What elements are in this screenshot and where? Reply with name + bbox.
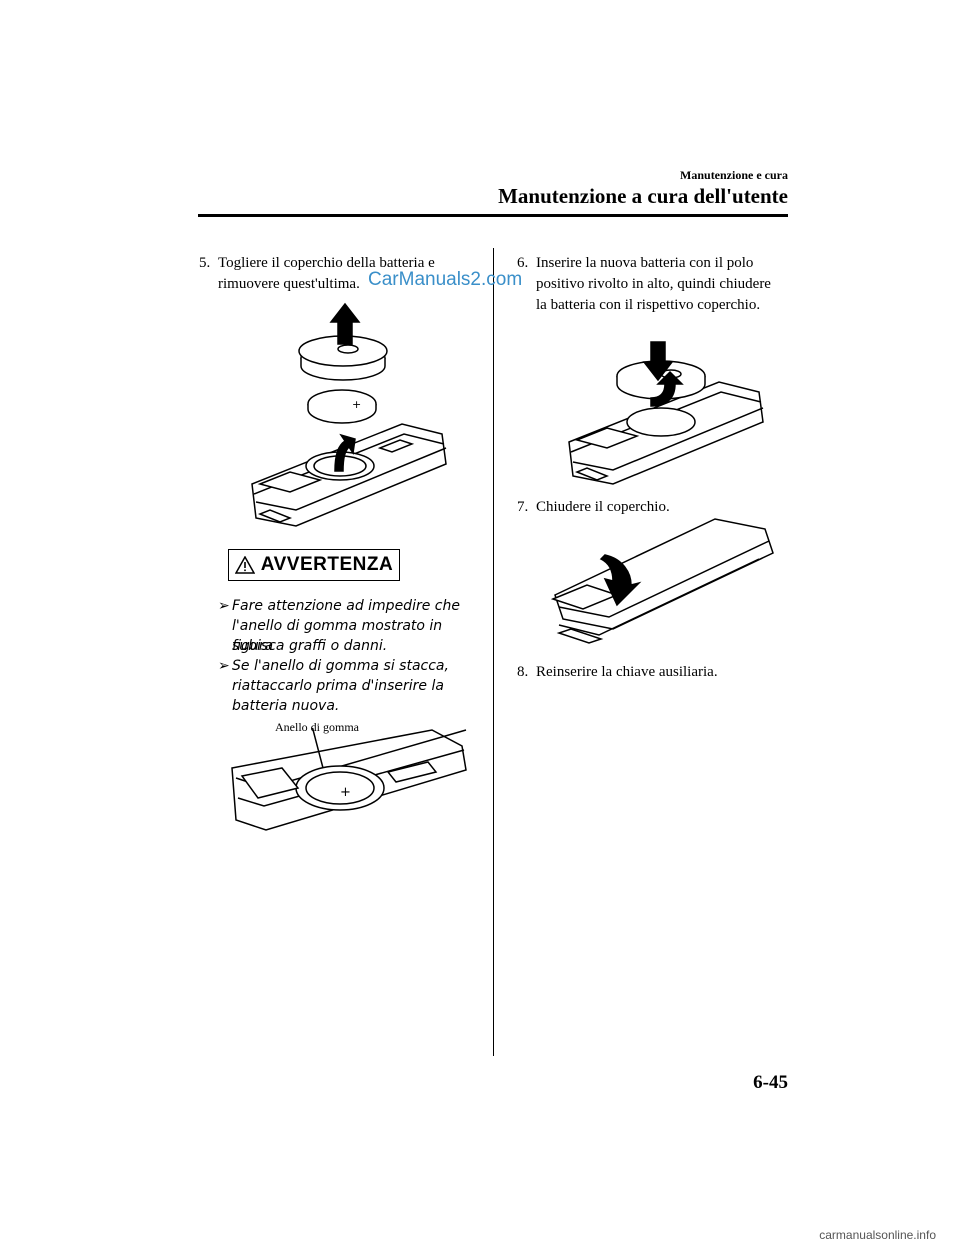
bullet-line: subisca graffi o danni. (232, 638, 388, 654)
bullet-line: batteria nuova. (232, 698, 340, 714)
step-number: 5. (199, 255, 211, 271)
step-text-line: rimuovere quest'ultima. (218, 276, 360, 292)
rubber-ring-label: Anello di gomma (275, 720, 359, 734)
step-text-line: Chiudere il coperchio. (536, 499, 670, 515)
step-number: 6. (517, 255, 529, 271)
header-rule (198, 214, 788, 217)
step-8: 8. Reinserire la chiave ausiliaria. (517, 662, 807, 684)
step-text-line: Inserire la nuova batteria con il polo (536, 255, 754, 271)
page-number: 6-45 (753, 1072, 788, 1093)
step-7: 7. Chiudere il coperchio. (517, 497, 807, 519)
bullet-line: l'anello di gomma mostrato in figura (232, 618, 443, 654)
battery-insert-figure (568, 341, 764, 485)
bullet-line: Se l'anello di gomma si stacca, (232, 658, 449, 674)
section-subtitle: Manutenzione e cura (680, 168, 788, 182)
bullet-line: riattaccarlo prima d'inserire la (232, 678, 444, 694)
warning-triangle-icon (234, 556, 255, 574)
svg-text:+: + (340, 785, 351, 800)
step-text-line: la batteria con il rispettivo coperchio. (536, 297, 761, 313)
step-text-line: Togliere il coperchio della batteria e (218, 255, 435, 271)
bullet-line: Fare attenzione ad impedire che (232, 598, 460, 614)
warning-bullet: ➢ Se l'anello di gomma si stacca, riatta… (218, 656, 468, 718)
warning-title: AVVERTENZA (260, 554, 394, 575)
watermark-text: CarManuals2.com (368, 269, 523, 290)
step-text-line: positivo rivolto in alto, quindi chiuder… (536, 276, 771, 292)
bullet-arrow-icon: ➢ (218, 658, 230, 674)
warning-bullet: ➢ Fare attenzione ad impedire che l'anel… (218, 596, 468, 658)
battery-removal-figure: + (251, 302, 447, 527)
step-number: 7. (517, 499, 529, 515)
step-5: 5. Togliere il coperchio della batteria … (199, 253, 489, 297)
svg-text:+: + (352, 398, 361, 411)
rubber-ring-figure: + (231, 728, 467, 831)
footer-text: carmanualsonline.info (819, 1228, 936, 1242)
close-cover-figure (550, 518, 774, 644)
step-number: 8. (517, 664, 529, 680)
column-divider (493, 248, 494, 1056)
footer-site: carmanualsonline.info (0, 1228, 960, 1242)
step-text-line: Reinserire la chiave ausiliaria. (536, 664, 718, 680)
warning-box: AVVERTENZA (228, 549, 400, 581)
section-title: Manutenzione a cura dell'utente (498, 184, 788, 208)
bullet-arrow-icon: ➢ (218, 598, 230, 614)
step-6: 6. Inserire la nuova batteria con il pol… (517, 253, 807, 319)
